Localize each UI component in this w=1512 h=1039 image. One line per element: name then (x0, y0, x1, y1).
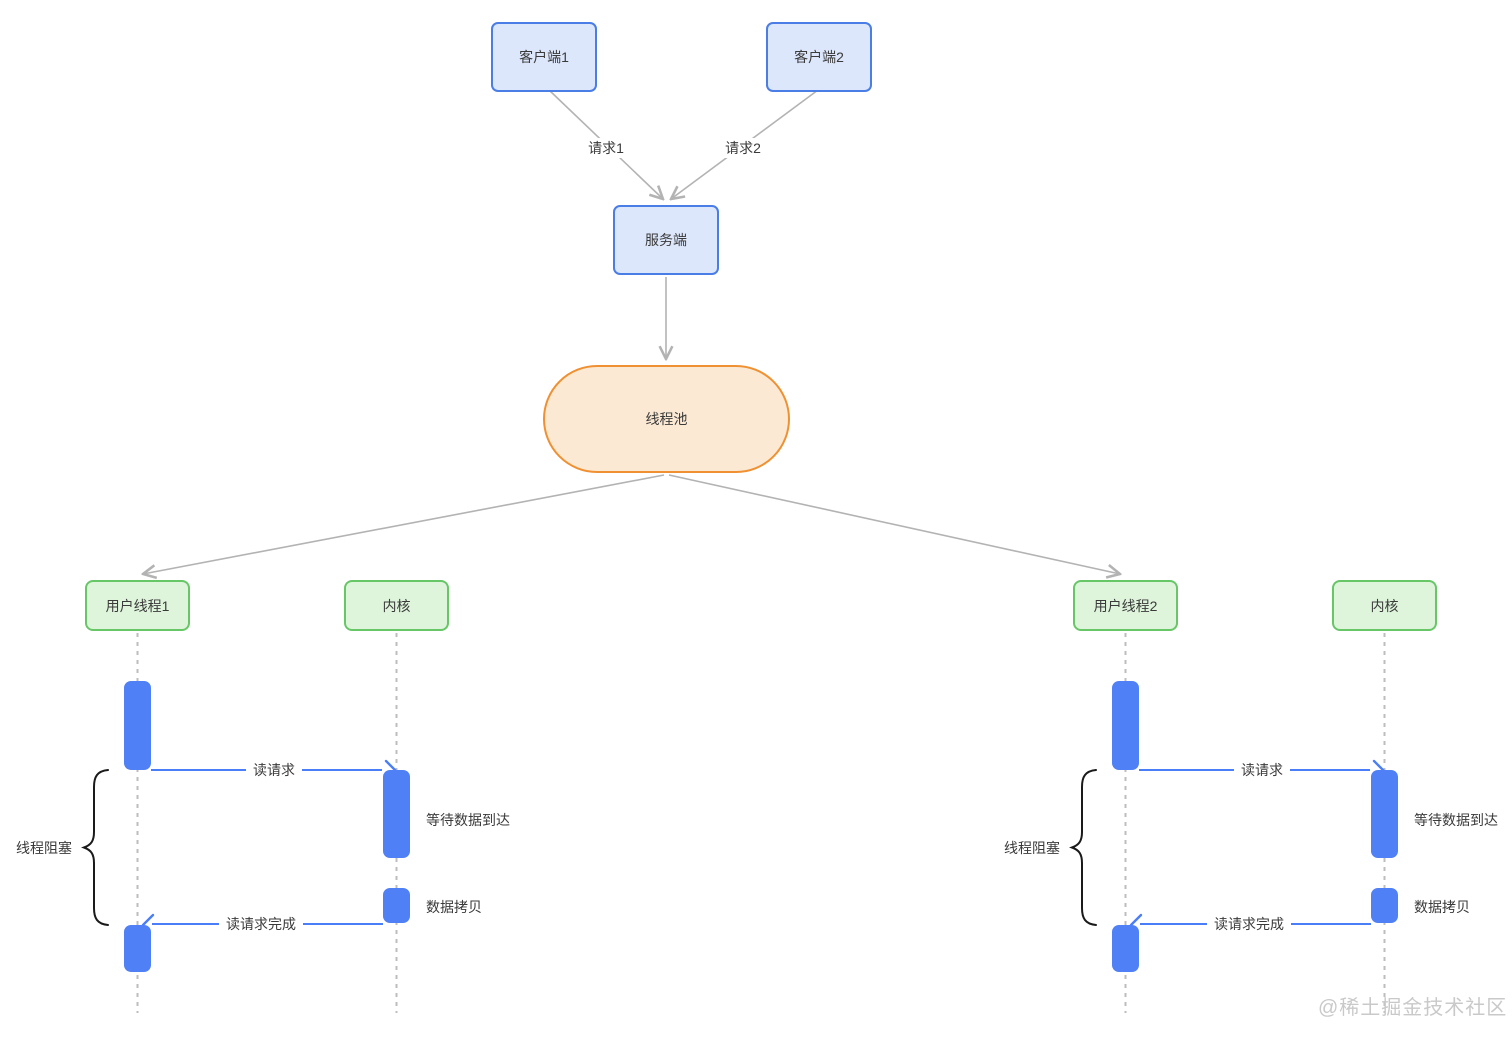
data-copy-label1: 数据拷贝 (426, 899, 482, 915)
edge-label-request2: 请求2 (720, 138, 766, 158)
node-user-thread1: 用户线程1 (85, 580, 190, 631)
sequence1-lines (81, 633, 398, 1013)
activation-kernel1-wait (383, 770, 410, 858)
message-read-complete-arrowhead1 (141, 913, 155, 927)
node-client2: 客户端2 (766, 22, 872, 92)
message-read-request-arrowhead2 (1372, 759, 1386, 773)
node-server: 服务端 (613, 205, 719, 275)
activation-kernel2-copy (1371, 888, 1398, 923)
activation-user-thread2-first (1112, 681, 1139, 770)
node-user-thread1-label: 用户线程1 (105, 597, 170, 614)
message-read-request-label1: 读请求 (246, 760, 302, 780)
node-kernel2-label: 内核 (1370, 597, 1399, 614)
activation-user-thread2-second (1112, 925, 1139, 972)
message-read-complete-arrowhead2 (1129, 913, 1143, 927)
arrow-pool-to-thread1 (143, 474, 665, 574)
wait-data-label1: 等待数据到达 (426, 812, 510, 828)
blocked-brace2 (1069, 769, 1097, 926)
node-kernel1: 内核 (344, 580, 449, 631)
activation-user-thread1-first (124, 681, 151, 770)
sequence2-lines (1069, 633, 1386, 1013)
node-server-label: 服务端 (645, 232, 687, 248)
activation-kernel1-copy (383, 888, 410, 923)
activation-user-thread1-second (124, 925, 151, 972)
thread-blocked-label1: 线程阻塞 (16, 840, 72, 856)
activation-kernel2-wait (1371, 770, 1398, 858)
node-user-thread2-label: 用户线程2 (1093, 597, 1158, 614)
sequence-thread2: 用户线程2 内核 读请求 读请求完成 等待数据到达 数据拷贝 线程阻塞 (988, 580, 1500, 1020)
node-client1: 客户端1 (491, 22, 597, 92)
sequence-thread1: 用户线程1 内核 读请求 读请求完成 等待数据到达 数据拷贝 线程阻塞 (0, 580, 512, 1020)
node-client1-label: 客户端1 (519, 49, 569, 65)
node-user-thread2: 用户线程2 (1073, 580, 1178, 631)
wait-data-label2: 等待数据到达 (1414, 812, 1498, 828)
message-read-request-label2: 读请求 (1234, 760, 1290, 780)
message-read-request-arrowhead1 (384, 759, 398, 773)
edge-label-request1: 请求1 (583, 138, 629, 158)
blocked-brace1 (81, 769, 109, 926)
node-kernel2: 内核 (1332, 580, 1437, 631)
node-kernel1-label: 内核 (382, 597, 411, 614)
watermark: @稀土掘金技术社区 (1318, 997, 1508, 1019)
message-read-complete-label1: 读请求完成 (219, 914, 303, 934)
node-thread-pool-label: 线程池 (645, 411, 688, 427)
data-copy-label2: 数据拷贝 (1414, 899, 1470, 915)
node-client2-label: 客户端2 (794, 49, 844, 65)
thread-blocked-label2: 线程阻塞 (1004, 840, 1060, 856)
message-read-complete-label2: 读请求完成 (1207, 914, 1291, 934)
arrow-pool-to-thread2 (668, 474, 1120, 574)
node-thread-pool: 线程池 (543, 365, 790, 473)
